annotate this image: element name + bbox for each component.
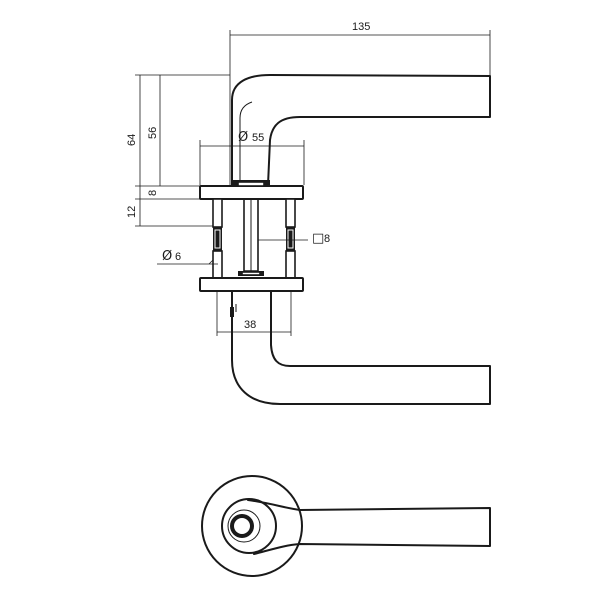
screw-left <box>212 198 223 279</box>
lower-lever <box>230 291 491 405</box>
dim-screw-spacing: 38 <box>244 319 256 331</box>
square-symbol: □ <box>312 231 324 246</box>
spindle <box>238 198 264 276</box>
dim-rose-diameter: 55 <box>252 132 264 144</box>
screw-right <box>285 198 296 279</box>
upper-rose <box>199 180 304 200</box>
dim-total-length: 135 <box>352 21 370 33</box>
bottom-view <box>201 475 491 577</box>
dim-height-total: 64 <box>126 134 138 146</box>
dim-height-lever: 56 <box>147 127 159 139</box>
lower-rose <box>199 277 304 292</box>
diameter-symbol-screw: Ø <box>162 249 172 264</box>
dim-rose-thickness: 8 <box>147 190 159 196</box>
dim-screw-diameter: 6 <box>175 251 181 263</box>
upper-lever <box>231 74 491 186</box>
dim-spindle-square: 8 <box>324 233 330 245</box>
dim-rose-spacing: 12 <box>126 206 138 218</box>
diameter-symbol: Ø <box>238 130 248 145</box>
dimension-lines <box>135 30 491 336</box>
